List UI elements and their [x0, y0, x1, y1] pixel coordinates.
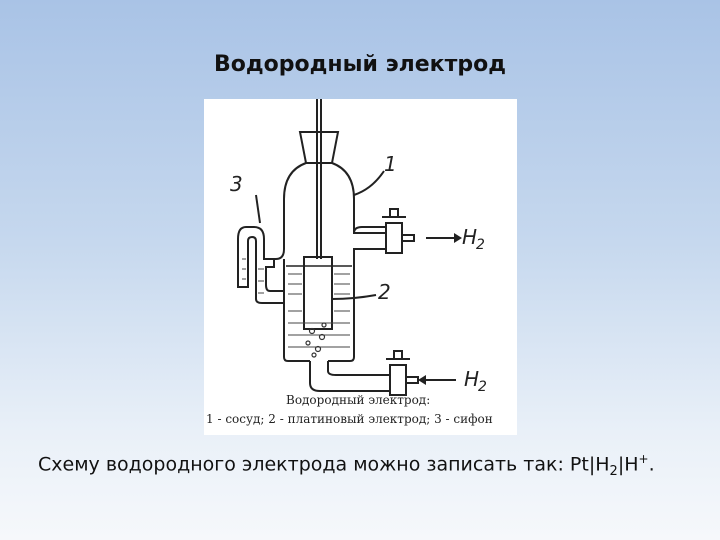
- siphon: [237, 226, 284, 304]
- bottom-stopcock: [386, 350, 419, 396]
- slide-title: Водородный электрод: [214, 52, 506, 77]
- caption-legend: 1 - сосуд; 2 - платиновый электрод; 3 - …: [206, 412, 493, 426]
- notation-middle: |H: [617, 453, 639, 476]
- label-h2-in: H: [464, 367, 479, 391]
- label-electrode: 2: [378, 280, 391, 304]
- notation-sub: 2: [609, 464, 618, 480]
- notation-prefix: Схему водородного электрода можно записа…: [38, 453, 610, 476]
- electrode-drawing: 1 2 3 H 2 H 2: [230, 99, 487, 396]
- diagram-caption: Водородный электрод: 1 - сосуд; 2 - плат…: [204, 391, 517, 429]
- caption-title: Водородный электрод:: [286, 393, 431, 407]
- electrode-notation-text: Схему водородного электрода можно записа…: [38, 452, 698, 479]
- label-h2-out: H: [462, 225, 477, 249]
- top-stopcock: [382, 208, 415, 254]
- notation-sup: +: [638, 452, 649, 466]
- platinum-electrode: [303, 256, 333, 330]
- stopper: [298, 131, 340, 164]
- electrode-diagram: 1 2 3 H 2 H 2 Водородный электрод: 1 - с…: [204, 99, 517, 435]
- label-siphon: 3: [230, 172, 243, 196]
- label-h2-in-sub: 2: [478, 379, 487, 395]
- vessel: [274, 162, 386, 362]
- notation-suffix: .: [648, 453, 655, 476]
- label-h2-out-sub: 2: [476, 237, 485, 253]
- label-vessel: 1: [384, 152, 397, 176]
